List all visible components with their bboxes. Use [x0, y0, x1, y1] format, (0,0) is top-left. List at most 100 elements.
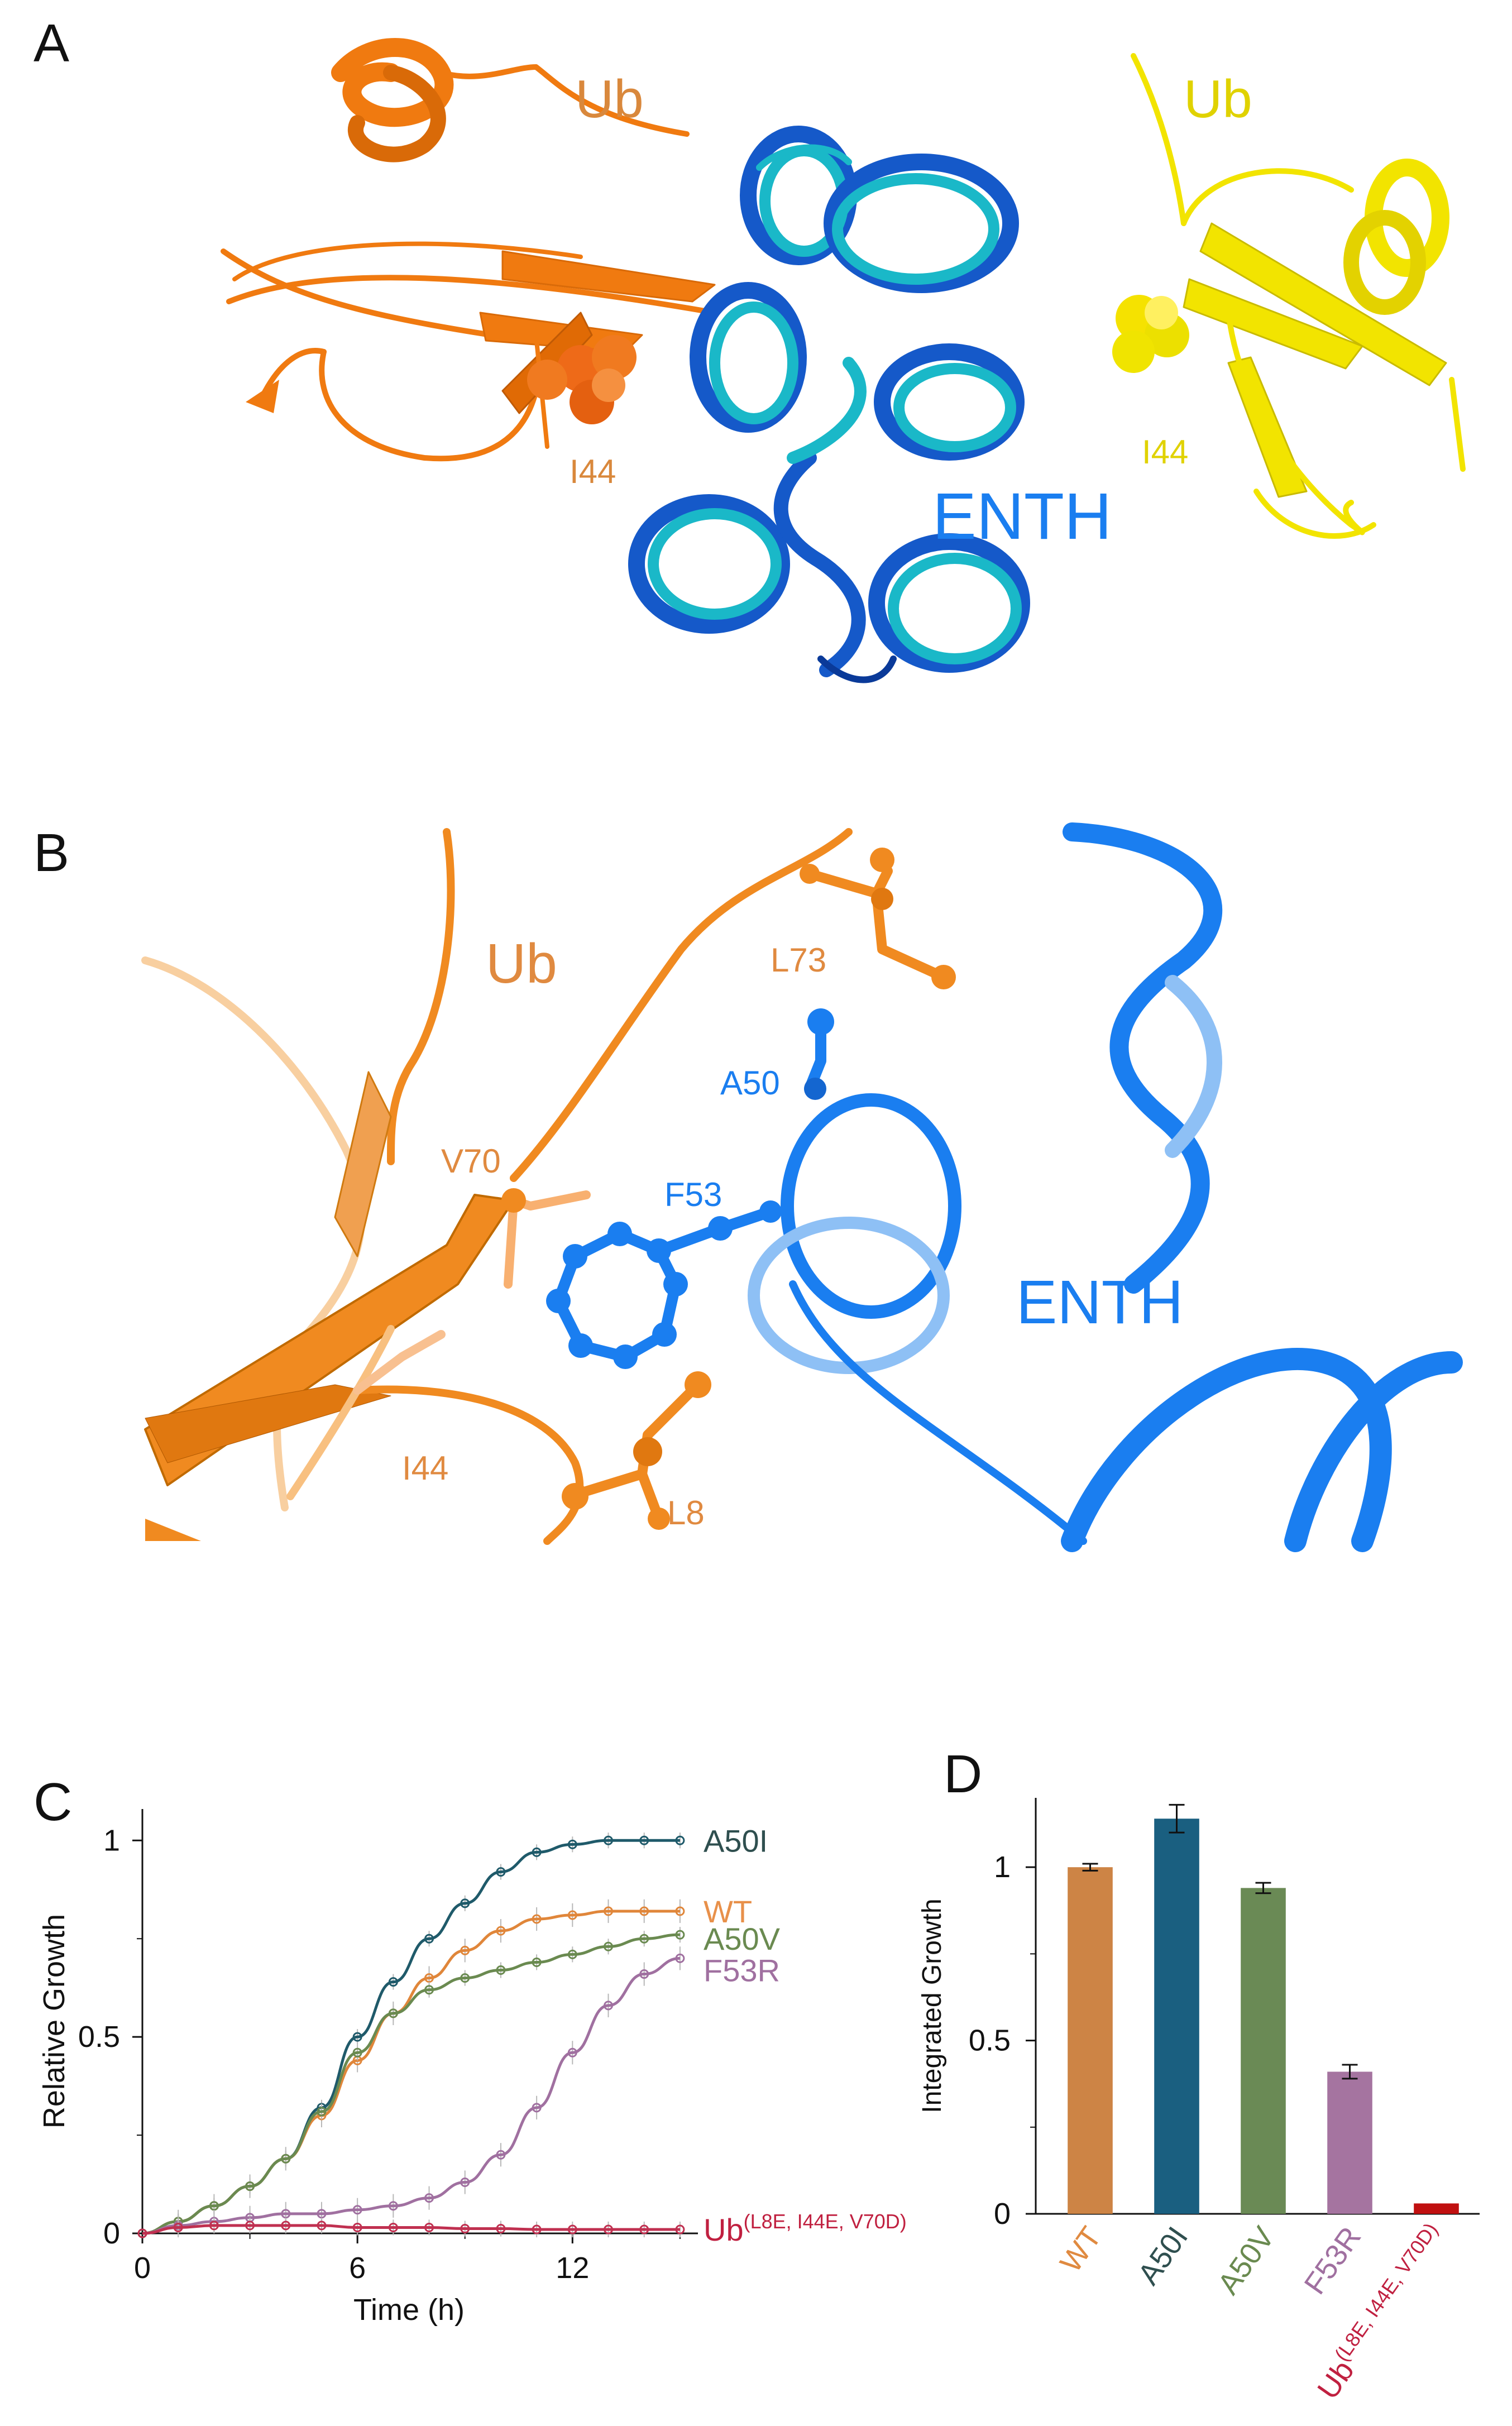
data-point: [388, 2222, 398, 2232]
data-point: [532, 1957, 542, 1967]
category-label-main: WT: [1054, 2221, 1108, 2278]
data-point: [352, 2032, 362, 2042]
data-point: [604, 1906, 614, 1916]
x-axis-title: Time (h): [353, 2293, 465, 2327]
y-tick-label: 0.5: [78, 2020, 120, 2054]
series-label: A50V: [704, 1921, 781, 1956]
panel-b-l8-label: L8: [667, 1494, 705, 1532]
data-point: [388, 2201, 398, 2211]
data-point: [281, 2209, 291, 2219]
y-tick-label: 0: [994, 2197, 1011, 2231]
panel-b-enth-label: ENTH: [1016, 1268, 1183, 1337]
data-point: [639, 1934, 649, 1944]
panel-a-enth-label: ENTH: [932, 480, 1112, 553]
data-point: [496, 2150, 506, 2160]
category-label-main: F53R: [1298, 2221, 1367, 2300]
data-point: [675, 1835, 685, 1845]
panel-b-l73-label: L73: [771, 941, 826, 979]
panel-b-i44-label: I44: [402, 1449, 448, 1487]
data-point: [639, 1835, 649, 1845]
data-point: [675, 2224, 685, 2234]
data-point: [604, 1941, 614, 1951]
data-point: [675, 1953, 685, 1963]
data-point: [532, 2103, 542, 2113]
data-point: [388, 2008, 398, 2018]
panel-b-v70-label: V70: [441, 1142, 501, 1180]
category-label-main: Ub: [1311, 2355, 1361, 2405]
data-point: [460, 1945, 470, 1955]
data-point: [388, 1977, 398, 1987]
data-point: [639, 2224, 649, 2234]
panel-a-ub-right-structure: [1112, 53, 1466, 539]
data-point: [245, 2181, 255, 2191]
data-point: [532, 1914, 542, 1924]
data-point: [424, 2193, 434, 2203]
data-point: [209, 2221, 219, 2231]
panel-a-ub-left-structure: [221, 38, 717, 462]
x-tick-label: 0: [134, 2251, 151, 2285]
panel-b-structure: [141, 822, 1463, 1552]
data-point: [604, 1835, 614, 1845]
series-label-main: Ub: [704, 2212, 744, 2247]
bar: [1154, 1819, 1199, 2214]
data-point: [352, 2222, 362, 2232]
data-point: [675, 1906, 685, 1916]
data-point: [424, 1973, 434, 1983]
series-label-sup: (L8E, I44E, V70D): [744, 2210, 907, 2233]
bar: [1068, 1867, 1113, 2214]
bar: [1327, 2071, 1372, 2214]
category-label: A50I: [1131, 2221, 1194, 2290]
y-axis-title: Integrated Growth: [917, 1898, 947, 2113]
bar: [1414, 2203, 1459, 2214]
data-point: [496, 2224, 506, 2234]
data-point: [532, 1847, 542, 1857]
data-point: [460, 1973, 470, 1983]
series-line: [142, 1956, 681, 2235]
series-label: A50I: [704, 1823, 768, 1858]
data-point: [567, 1839, 577, 1849]
panel-a-i44-left-label: I44: [570, 453, 616, 490]
data-point: [496, 1867, 506, 1877]
series-line: [142, 1933, 680, 2235]
data-point: [209, 2201, 219, 2211]
category-label: F53R: [1298, 2221, 1367, 2300]
category-label-main: A50I: [1131, 2221, 1194, 2290]
data-point: [281, 2221, 291, 2231]
data-point: [317, 2107, 327, 2117]
panel-a-ub-right-label: Ub: [1184, 69, 1252, 129]
series-label: F53R: [704, 1953, 780, 1988]
panel-a-letter: A: [34, 13, 69, 73]
series-line: [142, 1839, 680, 2235]
data-point: [173, 2222, 183, 2232]
data-point: [317, 2209, 327, 2219]
panel-b-a50-label: A50: [720, 1064, 780, 1102]
panel-a: A Ub I44: [34, 13, 1466, 683]
y-tick-label: 0.5: [969, 2024, 1011, 2057]
data-point: [639, 1906, 649, 1916]
data-point: [460, 2178, 470, 2188]
data-point: [460, 2224, 470, 2234]
x-tick-label: 6: [349, 2251, 366, 2285]
data-point: [281, 2154, 291, 2164]
data-point: [532, 2224, 542, 2234]
data-point: [137, 2228, 147, 2238]
data-point: [604, 2224, 614, 2234]
data-point: [424, 2222, 434, 2232]
category-label-main: A50V: [1211, 2221, 1281, 2300]
panel-d-letter: D: [944, 1744, 982, 1804]
data-point: [424, 1934, 434, 1944]
y-tick-label: 1: [103, 1824, 120, 1857]
data-point: [245, 2221, 255, 2231]
data-point: [604, 2001, 614, 2011]
data-point: [352, 2047, 362, 2057]
panel-b-f53-label: F53: [664, 1176, 722, 1213]
data-point: [496, 1926, 506, 1936]
data-point: [496, 1965, 506, 1975]
series-line: [142, 2224, 680, 2235]
data-point: [567, 1949, 577, 1959]
